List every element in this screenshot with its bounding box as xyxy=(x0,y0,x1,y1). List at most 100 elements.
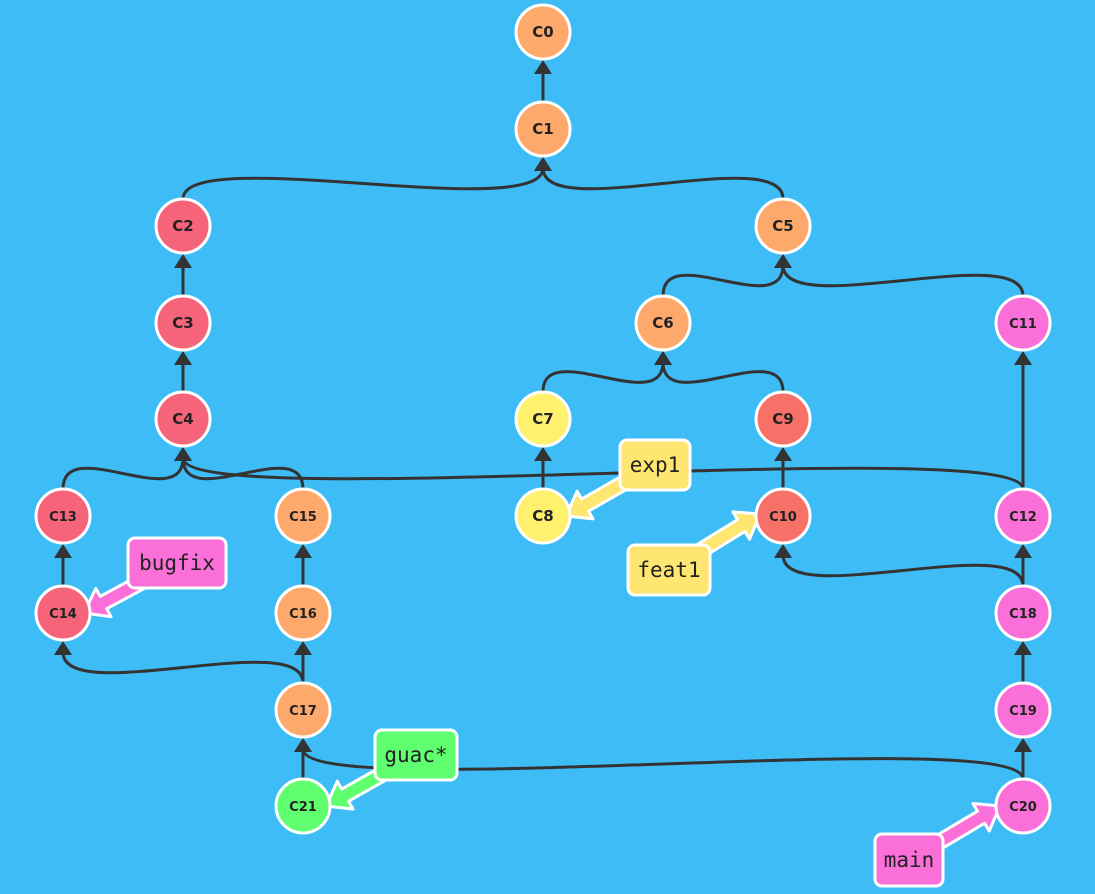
arrowhead-C20-C19 xyxy=(1014,738,1032,752)
commit-C1[interactable]: C1 xyxy=(514,100,572,158)
edge-C2-C1 xyxy=(181,167,545,200)
commit-C3[interactable]: C3 xyxy=(154,294,212,352)
commit-circle xyxy=(34,584,92,642)
edge-C6-C5 xyxy=(661,264,785,297)
commit-label: C5 xyxy=(772,217,793,235)
commit-edges xyxy=(54,60,1032,780)
arrowhead-C8-C7 xyxy=(534,447,552,461)
arrowhead-C17-C16 xyxy=(294,641,312,655)
commit-label: C15 xyxy=(289,510,317,525)
branch-label-box xyxy=(373,728,459,782)
arrowhead-C5-C1 xyxy=(534,157,552,171)
commit-C16[interactable]: C16 xyxy=(274,584,332,642)
edge-C15-C4 xyxy=(181,457,305,490)
arrowhead-C21-C17 xyxy=(294,738,312,752)
commit-label: C14 xyxy=(49,607,77,622)
edge-C5-C1 xyxy=(541,167,785,200)
commit-circle xyxy=(994,681,1052,739)
branch-label-main[interactable]: main xyxy=(873,832,945,888)
arrowhead-C18-C12 xyxy=(1014,544,1032,558)
commit-circle xyxy=(154,294,212,352)
commit-label: C3 xyxy=(172,314,193,332)
branch-labels: exp1 feat1 bugfix guac* main xyxy=(126,438,945,888)
commit-circle xyxy=(634,294,692,352)
commit-C15[interactable]: C15 xyxy=(274,487,332,545)
commit-C21[interactable]: C21 xyxy=(274,777,332,835)
arrowhead-C3-C2 xyxy=(174,254,192,268)
commit-circle xyxy=(994,584,1052,642)
edge-C9-C6 xyxy=(661,361,785,393)
commit-C19[interactable]: C19 xyxy=(994,681,1052,739)
commit-C0[interactable]: C0 xyxy=(514,3,572,61)
commit-label: C12 xyxy=(1009,510,1037,525)
arrowhead-C12-C4 xyxy=(174,447,192,461)
commit-label: C20 xyxy=(1009,800,1037,815)
branch-name: feat1 xyxy=(637,558,700,582)
commit-label: C1 xyxy=(532,120,553,138)
commit-circle xyxy=(754,390,812,448)
branch-name: bugfix xyxy=(139,551,215,575)
commit-C9[interactable]: C9 xyxy=(754,390,812,448)
branch-label-box xyxy=(126,536,228,590)
commit-label: C2 xyxy=(172,217,193,235)
arrowhead-C1-C0 xyxy=(534,60,552,74)
commit-C5[interactable]: C5 xyxy=(754,197,812,255)
arrowhead-C17-C14 xyxy=(54,641,72,655)
commit-circle xyxy=(514,100,572,158)
commit-C10[interactable]: C10 xyxy=(754,487,812,545)
commit-label: C19 xyxy=(1009,704,1037,719)
commit-circle xyxy=(274,487,332,545)
branch-label-box xyxy=(873,832,945,888)
commit-C4[interactable]: C4 xyxy=(154,390,212,448)
commit-C11[interactable]: C11 xyxy=(994,294,1052,352)
commit-circle xyxy=(994,294,1052,352)
arrowhead-C12-C11 xyxy=(1014,351,1032,365)
commit-label: C8 xyxy=(532,507,553,525)
commit-label: C6 xyxy=(652,314,673,332)
commit-circle xyxy=(154,197,212,255)
commit-label: C11 xyxy=(1009,317,1037,332)
branch-name: guac* xyxy=(384,743,447,767)
commit-circle xyxy=(274,584,332,642)
arrowhead-C19-C18 xyxy=(1014,641,1032,655)
arrowhead-C14-C13 xyxy=(54,544,72,558)
commit-C18[interactable]: C18 xyxy=(994,584,1052,642)
commit-C6[interactable]: C6 xyxy=(634,294,692,352)
branch-label-box xyxy=(626,543,712,597)
commit-label: C17 xyxy=(289,704,317,719)
commit-circle xyxy=(994,777,1052,835)
commit-C8[interactable]: C8 xyxy=(514,487,572,545)
commit-C12[interactable]: C12 xyxy=(994,487,1052,545)
commit-circle xyxy=(994,487,1052,545)
commit-C14[interactable]: C14 xyxy=(34,584,92,642)
commit-label: C13 xyxy=(49,510,77,525)
branch-label-guac[interactable]: guac* xyxy=(373,728,459,782)
branch-label-feat1[interactable]: feat1 xyxy=(626,543,712,597)
commit-label: C16 xyxy=(289,607,317,622)
commit-label: C7 xyxy=(532,410,553,428)
arrowhead-C10-C9 xyxy=(774,447,792,461)
branch-name: exp1 xyxy=(630,453,681,477)
commit-C20[interactable]: C20 xyxy=(994,777,1052,835)
edge-C12-C4 xyxy=(181,457,1025,490)
commit-circle xyxy=(514,3,572,61)
branch-label-exp1[interactable]: exp1 xyxy=(618,438,692,492)
commit-C13[interactable]: C13 xyxy=(34,487,92,545)
edge-C13-C4 xyxy=(61,457,185,490)
commit-circle xyxy=(274,777,332,835)
commit-C17[interactable]: C17 xyxy=(274,681,332,739)
edge-C20-C17 xyxy=(301,748,1025,780)
commit-label: C18 xyxy=(1009,607,1037,622)
commit-C2[interactable]: C2 xyxy=(154,197,212,255)
commit-C7[interactable]: C7 xyxy=(514,390,572,448)
commit-circle xyxy=(514,487,572,545)
edge-C7-C6 xyxy=(541,361,665,393)
commit-circle xyxy=(154,390,212,448)
arrowhead-C18-C10 xyxy=(774,544,792,558)
branch-name: main xyxy=(884,848,935,872)
branch-label-bugfix[interactable]: bugfix xyxy=(126,536,228,590)
commit-label: C10 xyxy=(769,510,797,525)
commit-label: C0 xyxy=(532,23,553,41)
